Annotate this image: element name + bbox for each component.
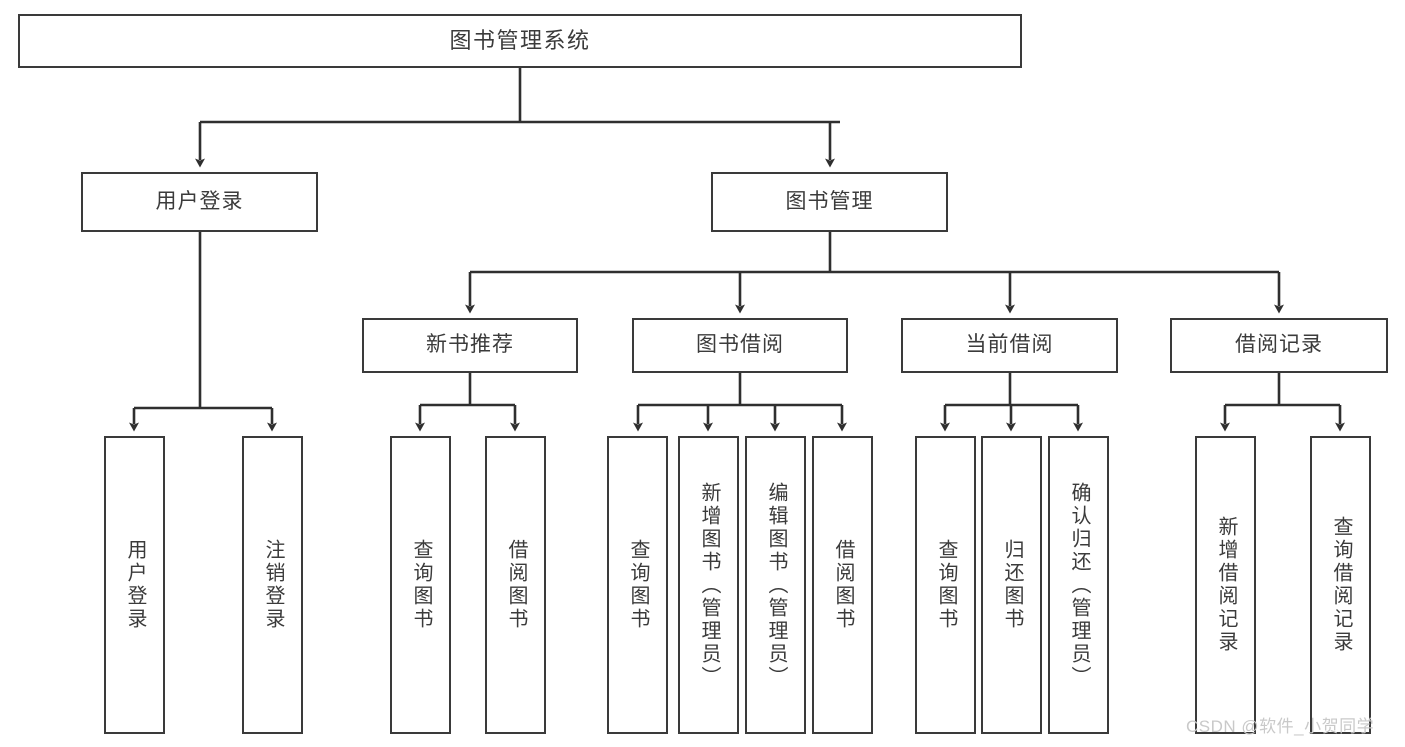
node-current-borrow[interactable]: 当前借阅 — [901, 318, 1118, 373]
leaf-current-borrow-confirm-return[interactable]: 确认归还（管理员） — [1048, 436, 1109, 734]
node-label: 用户登录 — [124, 539, 146, 631]
node-label: 借阅图书 — [505, 539, 527, 631]
node-label: 用户登录 — [155, 189, 244, 213]
node-root-book-management-system[interactable]: 图书管理系统 — [18, 14, 1022, 68]
node-label: 图书管理系统 — [449, 28, 591, 54]
leaf-current-borrow-query[interactable]: 查询图书 — [915, 436, 976, 734]
leaf-borrow-record-query[interactable]: 查询借阅记录 — [1310, 436, 1371, 734]
node-new-book-recommend[interactable]: 新书推荐 — [362, 318, 578, 373]
leaf-new-book-query[interactable]: 查询图书 — [390, 436, 451, 734]
node-label: 新增借阅记录 — [1215, 516, 1237, 654]
leaf-user-login-logout[interactable]: 注销登录 — [242, 436, 303, 734]
node-book-borrow[interactable]: 图书借阅 — [632, 318, 848, 373]
leaf-current-borrow-return[interactable]: 归还图书 — [981, 436, 1042, 734]
node-label: 新增图书（管理员） — [698, 481, 720, 689]
watermark: CSDN @软件_小贺同学 — [1186, 717, 1375, 736]
node-label: 新书推荐 — [426, 333, 514, 357]
leaf-book-borrow-borrow[interactable]: 借阅图书 — [812, 436, 873, 734]
leaf-user-login-login[interactable]: 用户登录 — [104, 436, 165, 734]
node-label: 查询图书 — [935, 539, 957, 631]
leaf-book-borrow-query[interactable]: 查询图书 — [607, 436, 668, 734]
leaf-book-borrow-add[interactable]: 新增图书（管理员） — [678, 436, 739, 734]
node-label: 当前借阅 — [965, 333, 1054, 357]
node-borrow-record[interactable]: 借阅记录 — [1170, 318, 1388, 373]
node-label: 注销登录 — [262, 539, 284, 631]
node-label: 编辑图书（管理员） — [765, 481, 787, 689]
node-label: 查询图书 — [627, 539, 649, 631]
node-label: 归还图书 — [1001, 539, 1023, 631]
node-label: 借阅图书 — [832, 539, 854, 631]
node-label: 借阅记录 — [1235, 333, 1323, 357]
leaf-book-borrow-edit[interactable]: 编辑图书（管理员） — [745, 436, 806, 734]
node-label: 查询图书 — [410, 539, 432, 631]
leaf-borrow-record-add[interactable]: 新增借阅记录 — [1195, 436, 1256, 734]
node-label: 查询借阅记录 — [1330, 516, 1352, 654]
node-label: 确认归还（管理员） — [1068, 481, 1090, 689]
node-label: 图书借阅 — [696, 333, 784, 357]
node-user-login[interactable]: 用户登录 — [81, 172, 318, 232]
node-label: 图书管理 — [785, 189, 874, 213]
node-book-management[interactable]: 图书管理 — [711, 172, 948, 232]
leaf-new-book-borrow[interactable]: 借阅图书 — [485, 436, 546, 734]
